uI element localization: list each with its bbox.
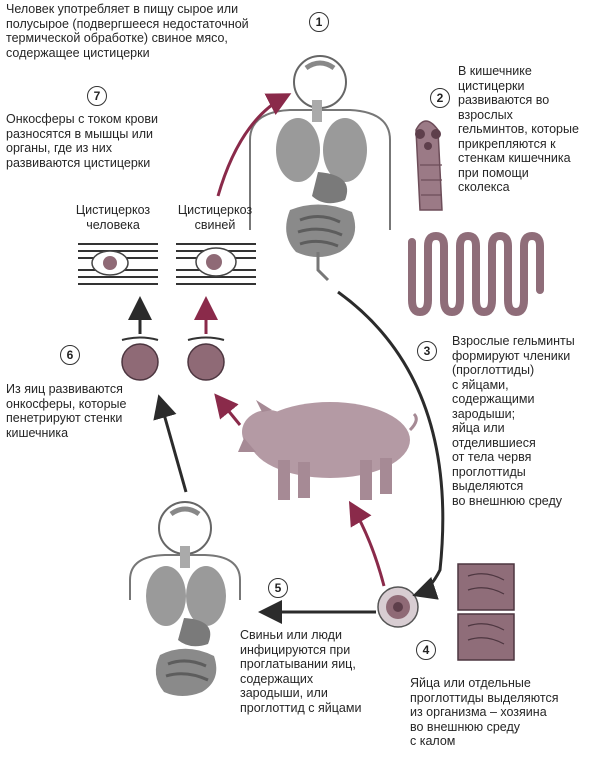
step-4-number: 4	[416, 640, 436, 660]
step-7-text: Онкосферы с током крови разносятся в мыш…	[6, 112, 158, 170]
adult-worm-illustration	[408, 231, 544, 317]
oncosphere-egg-pig	[187, 336, 225, 381]
human-bottom-figure	[129, 501, 241, 696]
arrow-human-to-egg	[337, 290, 445, 600]
oncosphere-egg-human	[121, 336, 159, 381]
step-7-number: 7	[87, 86, 107, 106]
arrow-pig-muscle-to-human	[216, 93, 292, 197]
step-3-text: Взрослые гельминты формируют членики (пр…	[452, 334, 575, 508]
human-top-figure	[249, 55, 391, 282]
arrow-egg-to-pig	[348, 500, 386, 587]
step-2-number: 2	[430, 88, 450, 108]
step-5-number: 5	[268, 578, 288, 598]
human-muscle-cysticercus	[78, 243, 158, 285]
step-6-number: 6	[60, 345, 80, 365]
human-cysticercosis-label: Цистицеркоз человека	[75, 203, 151, 232]
arrow-human-to-egg-left	[153, 394, 188, 493]
egg-illustration	[377, 586, 419, 628]
step-1-number: 1	[309, 12, 329, 32]
step-3-number: 3	[417, 341, 437, 361]
pig-illustration	[238, 400, 418, 500]
step-2-text: В кишечнике цистицерки развиваются во вз…	[458, 64, 579, 194]
step-5-text: Свиньи или люди инфицируются при проглат…	[240, 628, 362, 715]
pig-cysticercosis-label: Цистицеркоз свиней	[177, 203, 253, 232]
step-6-text: Из яиц развиваются онкосферы, которые пе…	[6, 382, 127, 440]
arrow-pig-to-egg-right	[214, 393, 242, 426]
pig-muscle-cysticercus	[176, 243, 256, 285]
step-1-text: Человек употребляет в пищу сырое или пол…	[6, 2, 249, 60]
step-4-text: Яйца или отдельные проглоттиды выделяютс…	[410, 676, 559, 748]
proglottids-illustration	[457, 563, 515, 661]
scolex-illustration	[415, 120, 443, 211]
